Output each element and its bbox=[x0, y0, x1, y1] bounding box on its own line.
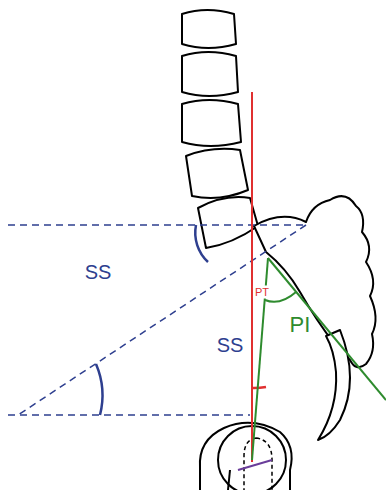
l5-vertebra bbox=[198, 197, 258, 248]
angle-label: SS bbox=[215, 334, 246, 356]
sacrum bbox=[254, 196, 376, 367]
angle-label: PT bbox=[253, 286, 271, 299]
ischium bbox=[318, 330, 350, 440]
vertebra bbox=[182, 100, 241, 146]
vertebra bbox=[182, 52, 238, 96]
angle-label: PI bbox=[288, 313, 313, 337]
vertebra bbox=[182, 10, 236, 48]
vertebra bbox=[186, 149, 248, 198]
angle-label: SS bbox=[83, 261, 114, 283]
